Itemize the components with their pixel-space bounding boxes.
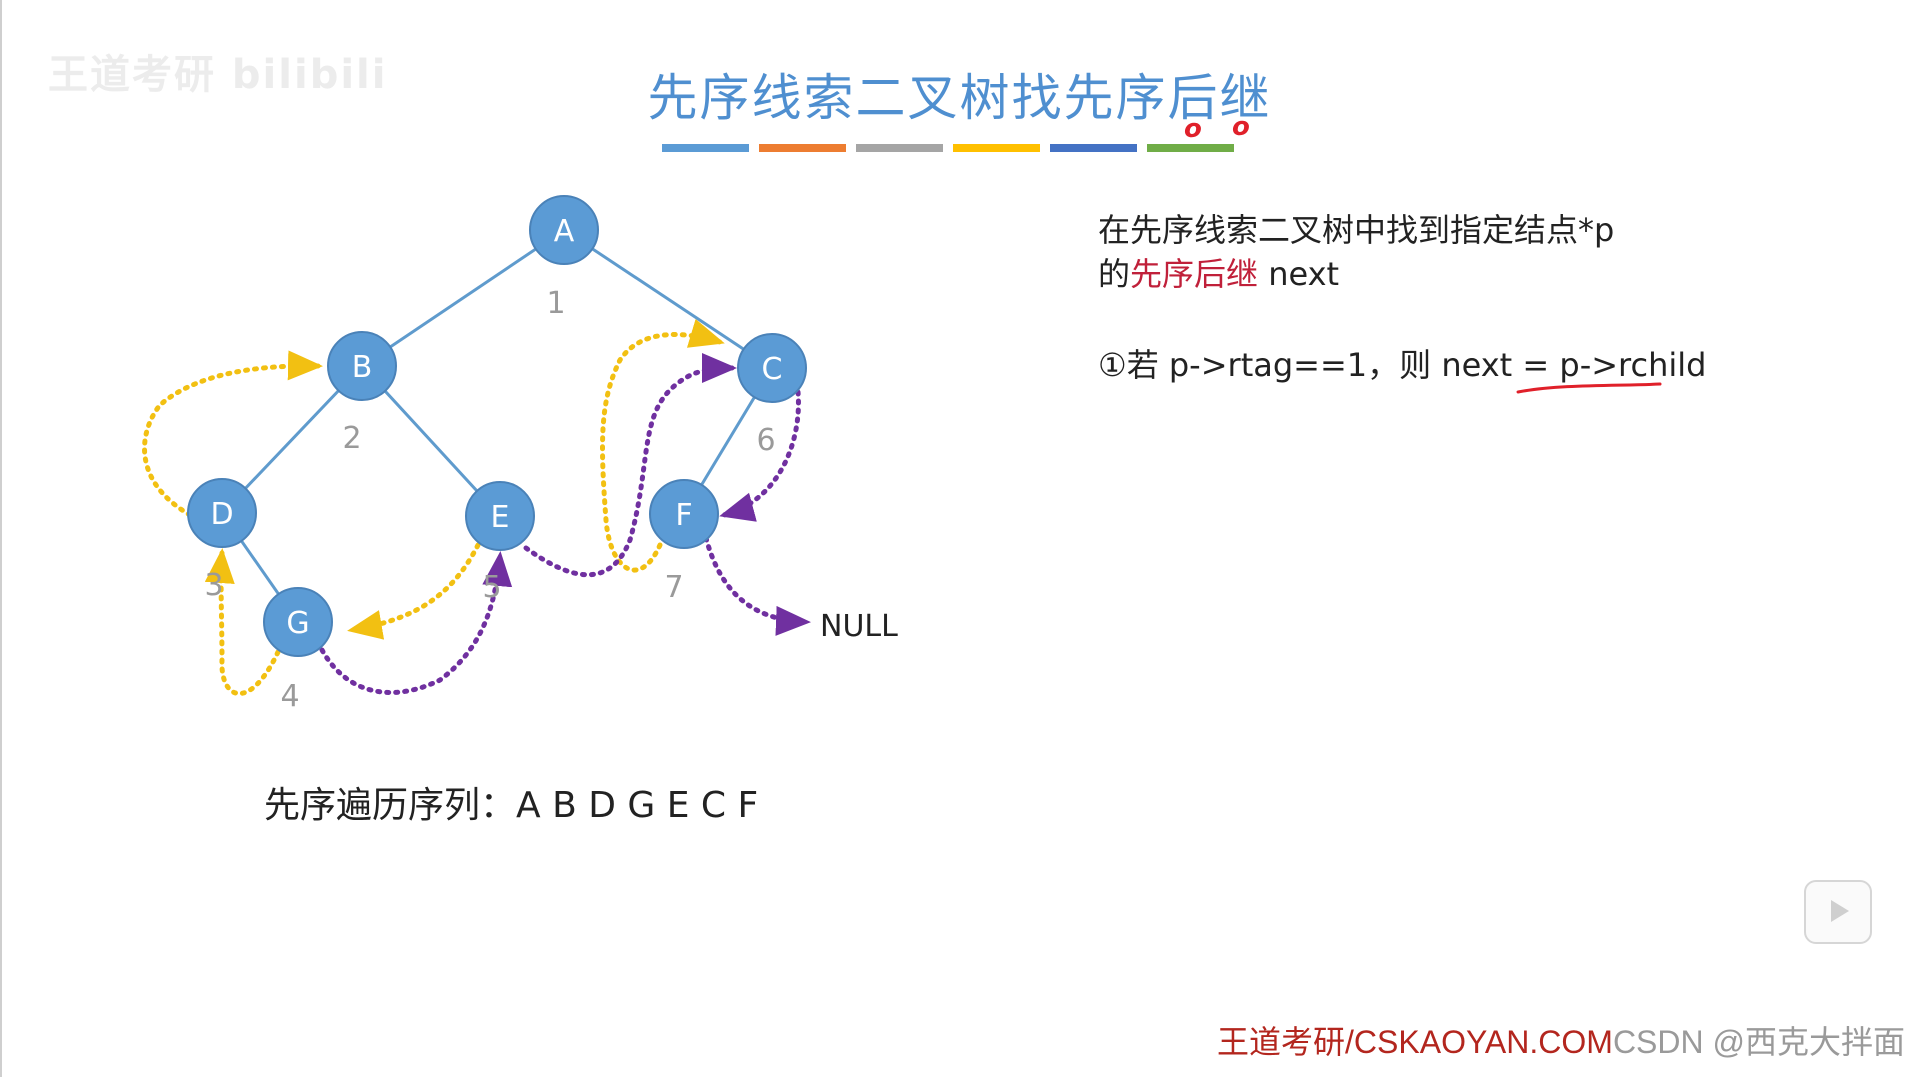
purple-threads [319, 353, 811, 695]
thread-e-to-g [347, 542, 481, 640]
description-prefix: 的 [1098, 255, 1131, 293]
node-c: C [737, 333, 807, 403]
description-block: 在先序线索二叉树中找到指定结点*p 的先序后继 next [1098, 208, 1614, 296]
node-d: D [187, 478, 257, 548]
description-suffix: next [1258, 255, 1340, 293]
order-number-b: 2 [342, 421, 361, 456]
node-a-label: A [554, 214, 575, 249]
thread-d-to-b [142, 350, 323, 518]
node-g: G [263, 587, 333, 657]
strip-segment-1 [662, 144, 749, 152]
order-number-e: 5 [482, 570, 501, 605]
title-color-strip [662, 144, 1234, 152]
node-g-label: G [286, 606, 309, 641]
strip-segment-5 [1050, 144, 1137, 152]
strip-segment-2 [759, 144, 846, 152]
footer-text: 王道考研/CSKAOYAN.COM [1217, 1024, 1613, 1060]
tree-nodes: A B C D E F G [187, 195, 807, 657]
handwritten-underline [1516, 382, 1662, 394]
strip-segment-6 [1147, 144, 1234, 152]
node-e: E [465, 481, 535, 551]
rule-1-highlight: p->rchild [1559, 346, 1707, 384]
thread-f-to-null [703, 535, 811, 636]
yellow-threads [142, 319, 725, 696]
handwritten-mark-1: o [1184, 114, 1202, 144]
sequence-label: 先序遍历序列： [264, 785, 517, 826]
node-f-label: F [675, 498, 692, 533]
edge-a-c [563, 228, 773, 370]
strip-segment-4 [953, 144, 1040, 152]
order-number-f: 7 [664, 570, 683, 605]
thread-g-to-d [204, 548, 281, 696]
footer-overlay-watermark: CSDN @西克大拌面 [1612, 1024, 1905, 1060]
play-button[interactable] [1804, 880, 1872, 944]
slide-title: 先序线索二叉树找先序后继 [647, 69, 1272, 127]
rule-1-text: ①若 p->rtag==1，则 next = [1098, 346, 1560, 384]
thread-g-to-e [319, 551, 513, 695]
description-highlight: 先序后继 [1130, 255, 1259, 293]
thread-c-to-f [719, 389, 801, 522]
node-b-label: B [352, 350, 373, 385]
edge-a-b [361, 228, 565, 368]
node-d-label: D [210, 497, 233, 532]
null-label: NULL [820, 609, 898, 644]
order-number-g: 4 [280, 679, 299, 714]
bilibili-watermark: 王道考研 bilibili [48, 52, 388, 98]
node-f: F [649, 479, 719, 549]
footer-brand: 王道考研/CSKAOYAN.COMCSDN @西克大拌面 [1217, 1017, 1905, 1063]
preorder-sequence: 先序遍历序列：A B D G E C F [264, 776, 758, 828]
order-number-c: 6 [756, 423, 775, 458]
description-line-2: 的先序后继 next [1098, 252, 1614, 296]
order-number-a: 1 [546, 286, 565, 321]
rule-1: ①若 p->rtag==1，则 next = p->rchild [1098, 340, 1706, 386]
sequence-value: A B D G E C F [516, 785, 759, 826]
description-line-1: 在先序线索二叉树中找到指定结点*p [1098, 211, 1615, 249]
node-a: A [529, 195, 599, 265]
strip-segment-3 [856, 144, 943, 152]
thread-e-to-c [523, 353, 737, 578]
node-e-label: E [491, 500, 510, 535]
handwritten-mark-2: o [1232, 112, 1250, 142]
thread-f-to-c [600, 319, 725, 573]
order-numbers: 1 2 6 3 5 7 4 [204, 286, 775, 714]
node-b: B [327, 331, 397, 401]
order-number-d: 3 [204, 568, 223, 603]
node-c-label: C [762, 352, 783, 387]
